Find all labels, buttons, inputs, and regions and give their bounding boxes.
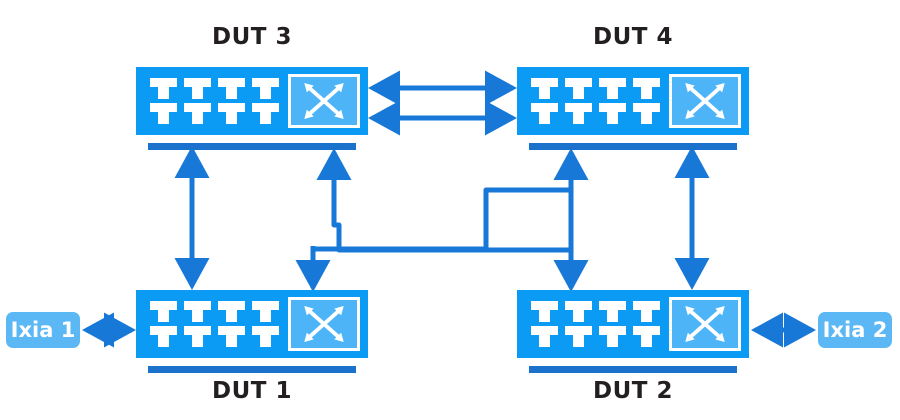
device-dut2[interactable]: [517, 290, 749, 358]
rj45-port-icon[interactable]: [598, 326, 626, 347]
rj45-port-icon[interactable]: [632, 78, 660, 99]
link-dut1-dut4-cross: [310, 147, 589, 286]
device-dut1[interactable]: [136, 290, 368, 358]
rj45-port-icon[interactable]: [632, 301, 660, 322]
rj45-port-icon[interactable]: [217, 326, 245, 347]
crossover-switch-icon: [288, 297, 360, 351]
device-base-dut4: [529, 143, 737, 150]
rj45-port-icon[interactable]: [530, 103, 558, 124]
rj45-port-icon[interactable]: [149, 103, 177, 124]
tester-ixia1[interactable]: Ixia 1: [6, 312, 80, 348]
rj45-port-icon[interactable]: [149, 78, 177, 99]
device-dut3[interactable]: [136, 67, 368, 135]
rj45-port-icon[interactable]: [564, 326, 592, 347]
device-label-dut4: DUT 4: [593, 24, 673, 50]
rj45-port-icon[interactable]: [564, 301, 592, 322]
port-group-dut1: [146, 299, 282, 349]
port-group-dut3: [146, 76, 282, 126]
device-dut4[interactable]: [517, 67, 749, 135]
rj45-port-icon[interactable]: [183, 103, 211, 124]
device-label-dut3: DUT 3: [212, 24, 292, 50]
rj45-port-icon[interactable]: [251, 78, 279, 99]
crossover-switch-icon: [669, 74, 741, 128]
rj45-port-icon[interactable]: [251, 301, 279, 322]
device-base-dut2: [529, 366, 737, 373]
rj45-port-icon[interactable]: [632, 326, 660, 347]
device-base-dut3: [148, 143, 356, 150]
rj45-port-icon[interactable]: [149, 326, 177, 347]
rj45-port-icon[interactable]: [251, 326, 279, 347]
port-group-dut4: [527, 76, 663, 126]
rj45-port-icon[interactable]: [183, 301, 211, 322]
rj45-port-icon[interactable]: [530, 301, 558, 322]
rj45-port-icon[interactable]: [598, 103, 626, 124]
rj45-port-icon[interactable]: [217, 78, 245, 99]
link-dut2-dut3-cross: [316, 147, 574, 253]
rj45-port-icon[interactable]: [564, 78, 592, 99]
rj45-port-icon[interactable]: [632, 103, 660, 124]
port-group-dut2: [527, 299, 663, 349]
rj45-port-icon[interactable]: [530, 326, 558, 347]
rj45-port-icon[interactable]: [149, 301, 177, 322]
rj45-port-icon[interactable]: [183, 326, 211, 347]
rj45-port-icon[interactable]: [217, 103, 245, 124]
device-label-dut1: DUT 1: [212, 378, 292, 404]
rj45-port-icon[interactable]: [598, 78, 626, 99]
tester-ixia2[interactable]: Ixia 2: [818, 312, 892, 348]
rj45-port-icon[interactable]: [598, 301, 626, 322]
rj45-port-icon[interactable]: [564, 103, 592, 124]
rj45-port-icon[interactable]: [183, 78, 211, 99]
crossover-switch-icon: [669, 297, 741, 351]
device-label-dut2: DUT 2: [593, 378, 673, 404]
rj45-port-icon[interactable]: [530, 78, 558, 99]
rj45-port-icon[interactable]: [251, 103, 279, 124]
rj45-port-icon[interactable]: [217, 301, 245, 322]
device-base-dut1: [148, 366, 356, 373]
crossover-switch-icon: [288, 74, 360, 128]
